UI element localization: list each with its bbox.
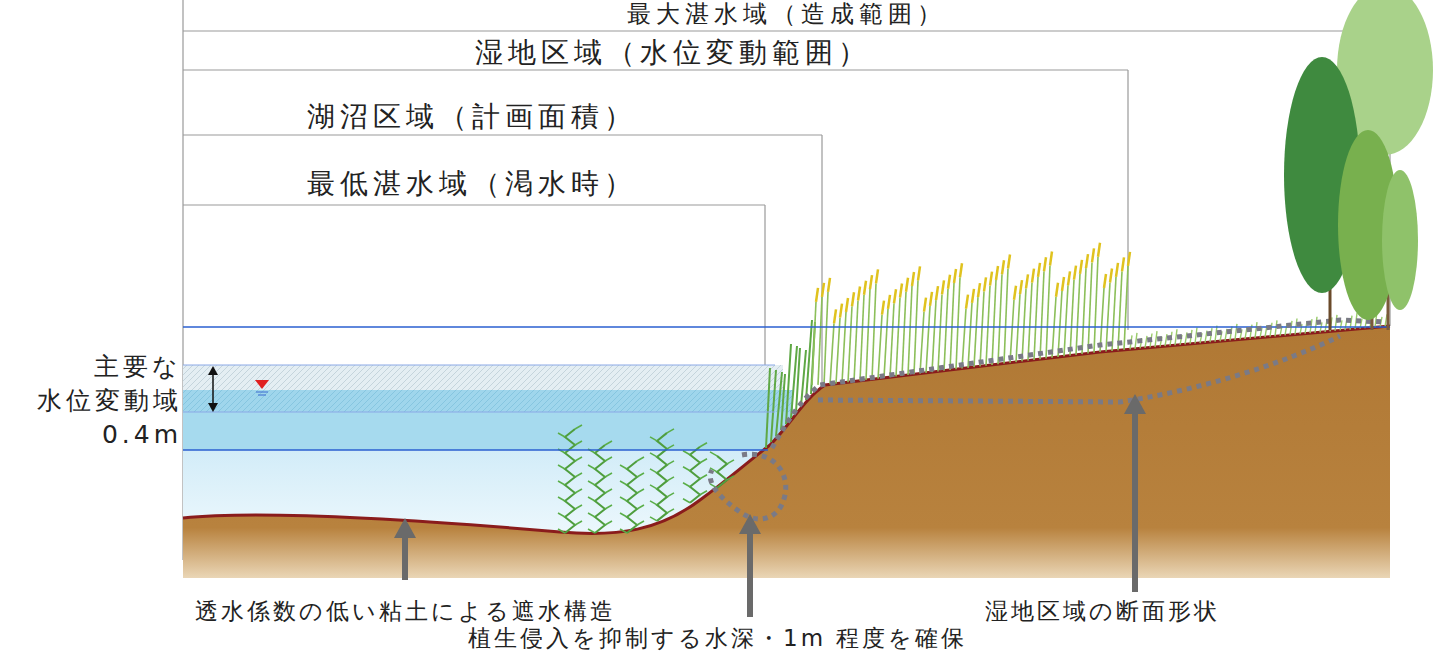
callout-label: 透水係数の低い粘土による遮水構造: [195, 598, 616, 626]
dimension-arrow: [208, 366, 218, 412]
range-label: 湖沼区域（計画面積）: [307, 100, 637, 134]
callout-label: 湿地区域の断面形状: [985, 598, 1220, 626]
water-level-lines: [183, 327, 1390, 450]
water-level-symbol: [255, 380, 269, 395]
dotted-outlines: [710, 320, 1385, 519]
trees: [1284, 0, 1433, 330]
ground: [183, 326, 1390, 578]
range-label: 最低湛水域（渇水時）: [307, 167, 637, 201]
ground-line: [183, 326, 1390, 533]
callout-arrows: [394, 394, 1146, 617]
range-label: 最大湛水域（造成範囲）: [627, 0, 946, 29]
fluctuation-label: 主要な 水位変動域 0.4m: [32, 350, 182, 452]
callout-label: 植生侵入を抑制する水深・1m 程度を確保: [468, 625, 967, 653]
vegetation: [558, 243, 1387, 533]
range-label: 湿地区域（水位変動範囲）: [475, 36, 871, 70]
